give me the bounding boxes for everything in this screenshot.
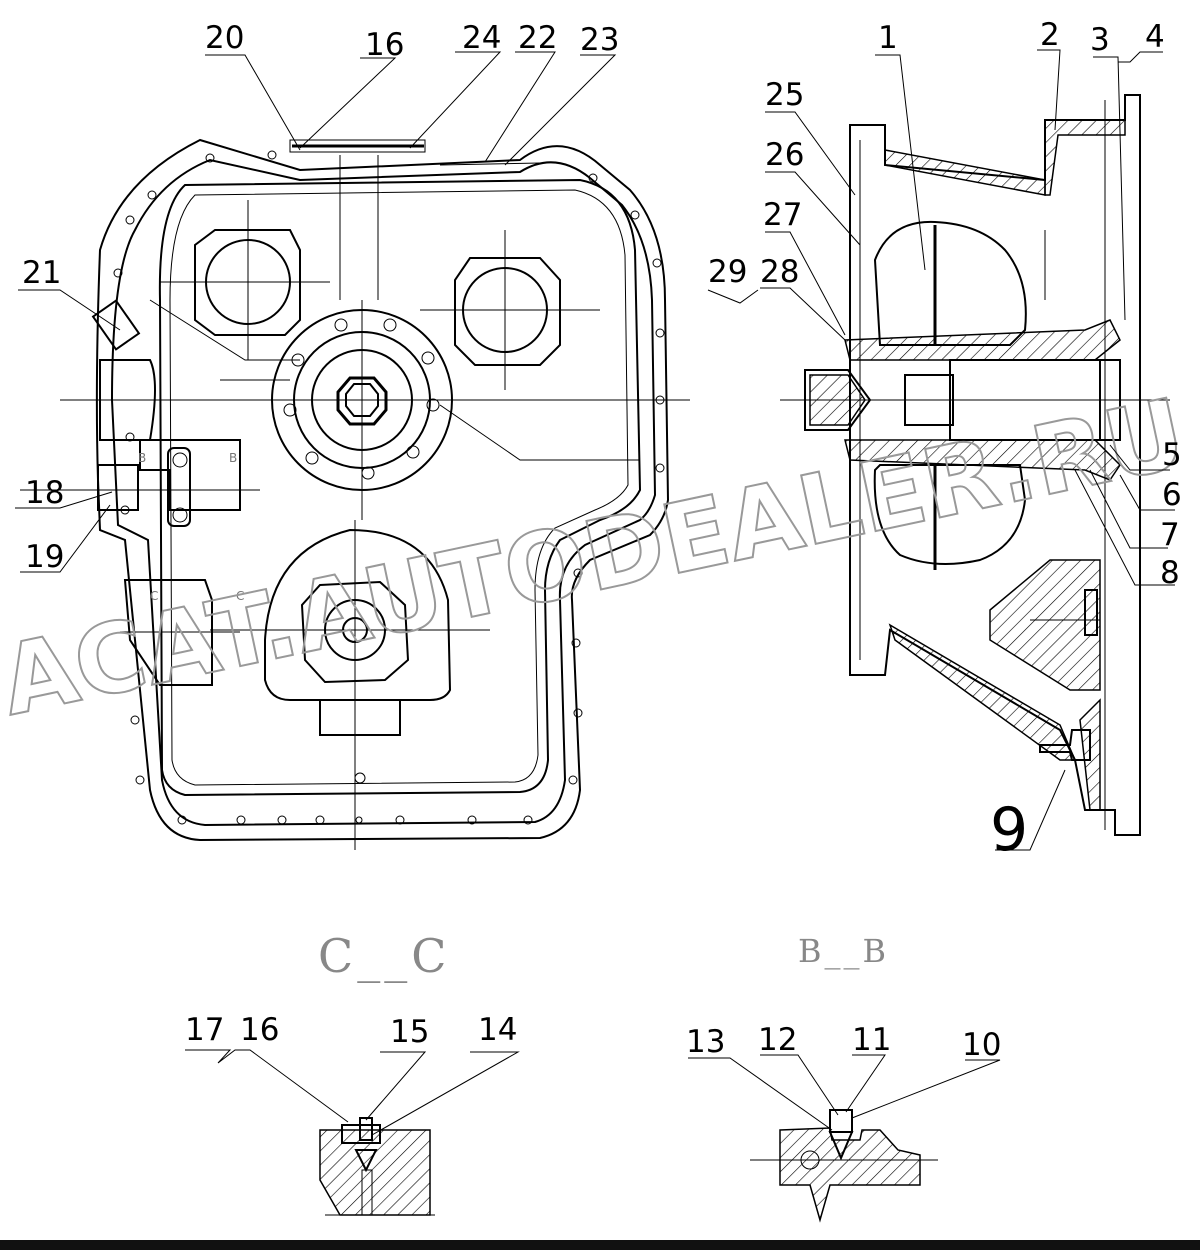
callout-27: 27: [763, 197, 802, 233]
callout-18: 18: [25, 475, 64, 511]
callout-labels: 20 16 24 22 23 21 18 19 1 2 3 4 25 26 27…: [22, 17, 1182, 1063]
callout-17: 17: [185, 1012, 224, 1048]
callout-6: 6: [1162, 477, 1182, 513]
callout-26: 26: [765, 137, 804, 173]
section-cc-view: [319, 1117, 435, 1216]
callout-16: 16: [240, 1012, 279, 1048]
section-title-bb: B__B: [798, 932, 889, 970]
section-mark-b: B: [229, 451, 237, 465]
callout-9: 9: [990, 795, 1028, 865]
callout-5: 5: [1162, 437, 1182, 473]
section-mark-c: C: [150, 589, 158, 603]
callout-24: 24: [462, 20, 501, 56]
callout-22: 22: [518, 20, 557, 56]
callout-28: 28: [760, 254, 799, 290]
callout-1: 1: [878, 20, 898, 56]
callout-3: 3: [1090, 22, 1110, 58]
callout-7: 7: [1160, 517, 1180, 553]
side-section-view: [780, 94, 1170, 836]
callout-19: 19: [25, 539, 64, 575]
callout-15: 15: [390, 1014, 429, 1050]
section-bb-view: [750, 1109, 938, 1223]
callout-11: 11: [852, 1022, 891, 1058]
callout-2: 2: [1040, 17, 1060, 53]
bolt-holes: [113, 150, 665, 825]
section-mark-b: B: [138, 451, 146, 465]
callout-10: 10: [962, 1027, 1001, 1063]
callout-21: 21: [22, 255, 61, 291]
section-mark-c: C: [236, 589, 244, 603]
callout-8: 8: [1160, 555, 1180, 591]
callout-23: 23: [580, 22, 619, 58]
callout-4: 4: [1145, 19, 1165, 55]
front-view: B B C C: [20, 138, 690, 850]
callout-16: 16: [365, 27, 404, 63]
callout-14: 14: [478, 1012, 517, 1048]
callout-29: 29: [708, 254, 747, 290]
callout-20: 20: [205, 20, 244, 56]
callout-13: 13: [686, 1024, 725, 1060]
leader-lines: [15, 49, 1175, 1136]
callout-25: 25: [765, 77, 804, 113]
bottom-border: [0, 1240, 1200, 1250]
watermark-text: ACAT.AUTODEALER.RU: [0, 377, 1194, 737]
callout-12: 12: [758, 1022, 797, 1058]
section-title-cc: C__C: [318, 929, 450, 983]
